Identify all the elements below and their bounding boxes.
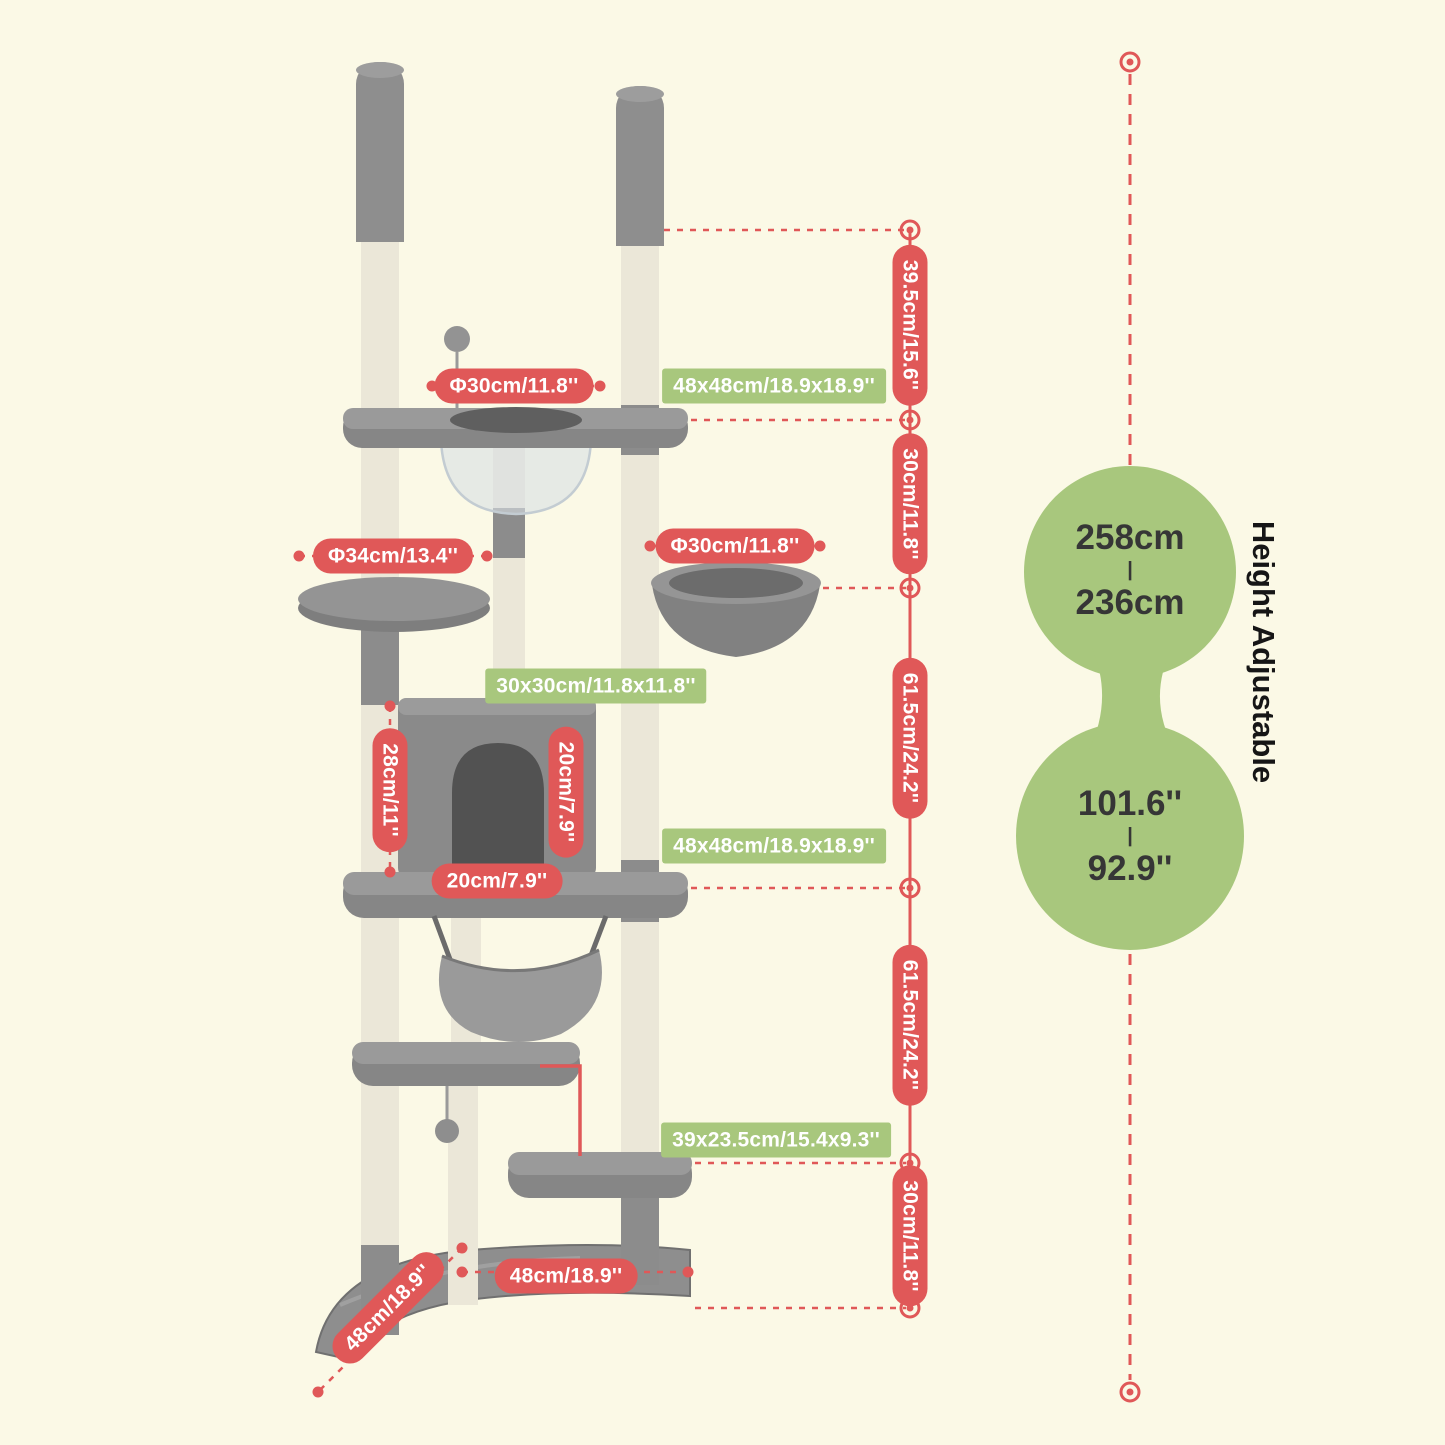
- height-min-cm: 236cm: [1075, 582, 1185, 622]
- base-width-label: 48cm/18.9'': [494, 1258, 638, 1294]
- dim-segment-4-label: 61.5cm/24.2'': [892, 944, 928, 1106]
- height-range-separator: |: [1127, 824, 1133, 847]
- basket-diameter-label: Φ30cm/11.8'': [655, 528, 815, 564]
- lower-platform: [352, 1042, 580, 1086]
- top-hole-diameter-label: Φ30cm/11.8'': [434, 368, 594, 404]
- step-size-label: 39x23.5cm/15.4x9.3'': [661, 1122, 891, 1158]
- height-range-shape: [1016, 466, 1244, 950]
- top-platform-size-label: 48x48cm/18.9x18.9'': [662, 368, 886, 404]
- left-post: [356, 62, 404, 1335]
- condo-size-label: 30x30cm/11.8x11.8'': [485, 668, 707, 704]
- height-range-inch: 101.6'' | 92.9'': [1078, 782, 1182, 891]
- height-max-inch: 101.6'': [1077, 783, 1183, 823]
- step-platform: [508, 1152, 692, 1198]
- hammock: [431, 915, 609, 1043]
- top-platform: [343, 407, 688, 448]
- left-perch-diameter-label: Φ34cm/13.4'': [312, 538, 474, 574]
- dim-segment-5-label: 30cm/11.8'': [892, 1165, 928, 1307]
- dimension-line-markers: [899, 51, 1141, 1403]
- door-height-label: 20cm/7.9'': [548, 726, 584, 858]
- hanging-ball-toy: [435, 1086, 459, 1143]
- condo-house: [398, 698, 596, 878]
- height-range-separator: |: [1127, 558, 1133, 581]
- step-height-marker: [540, 1064, 582, 1156]
- height-range-cm: 258cm | 236cm: [1076, 516, 1185, 625]
- dome-capsule: [439, 438, 593, 516]
- dim-segment-2-label: 30cm/11.8'': [892, 433, 928, 575]
- height-min-inch: 92.9'': [1087, 848, 1173, 888]
- condo-height-label: 28cm/11'': [372, 728, 408, 852]
- dim-segment-3-label: 61.5cm/24.2'': [892, 657, 928, 819]
- hanging-basket: [651, 562, 821, 657]
- height-max-cm: 258cm: [1075, 517, 1185, 557]
- height-adjustable-label: Height Adjustable: [1246, 520, 1281, 784]
- dim-segment-1-label: 39.5cm/15.6'': [892, 244, 928, 406]
- middle-platform-size-label: 48x48cm/18.9x18.9'': [662, 828, 886, 864]
- left-perch: [298, 577, 490, 632]
- door-width-label: 20cm/7.9'': [431, 863, 563, 899]
